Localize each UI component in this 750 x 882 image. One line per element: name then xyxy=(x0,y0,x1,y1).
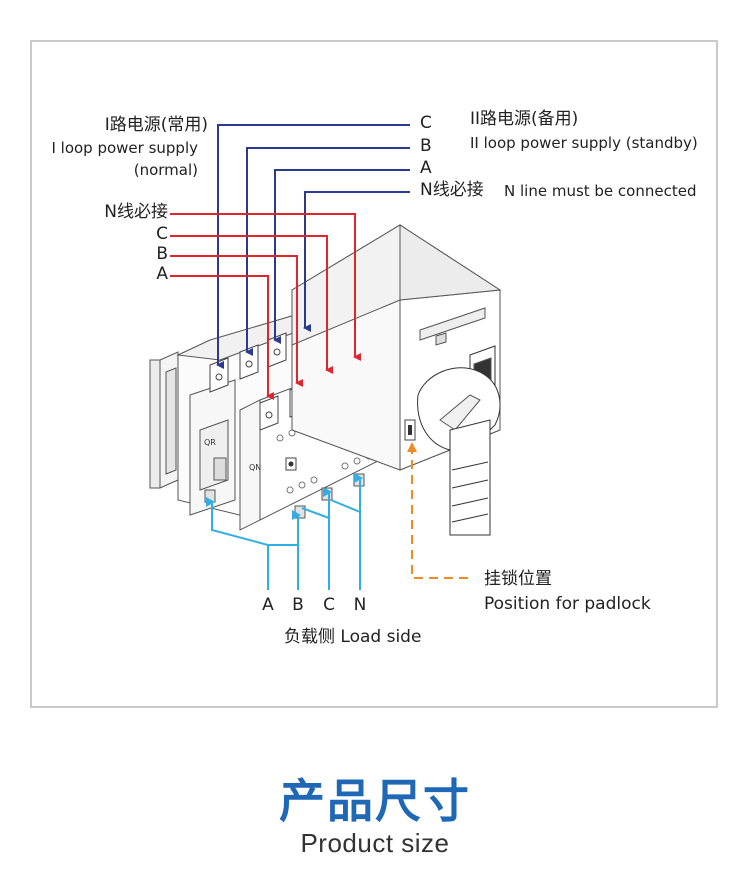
bottom-label-n: N xyxy=(353,595,367,615)
left-label-c: C xyxy=(156,224,168,244)
padlock-pointer xyxy=(411,445,468,579)
page-title: 产品尺寸 xyxy=(279,774,471,828)
page-subtitle: Product size xyxy=(300,828,450,858)
loop2-label-en: II loop power supply (standby) xyxy=(470,134,698,152)
right-label-b: B xyxy=(420,136,432,156)
loop1-label-en: I loop power supply xyxy=(51,139,198,157)
switch-device xyxy=(149,224,502,536)
loop1-label-en2: (normal) xyxy=(133,161,198,179)
left-label-n: N线必接 xyxy=(104,202,168,222)
bottom-label-b: B xyxy=(292,595,304,615)
qn-mark: QN xyxy=(249,463,261,472)
loop2-label-cn: II路电源(备用) xyxy=(470,109,579,129)
bottom-label-a: A xyxy=(262,595,274,615)
padlock-label-cn: 挂锁位置 xyxy=(484,569,552,589)
right-label-n-en: N line must be connected xyxy=(504,182,697,200)
loop1-label-cn: I路电源(常用) xyxy=(104,115,208,135)
padlock-label-en: Position for padlock xyxy=(484,594,651,614)
left-label-b: B xyxy=(156,244,168,264)
right-label-a: A xyxy=(420,158,432,178)
bottom-label-c: C xyxy=(323,595,335,615)
line2-wires xyxy=(170,213,361,400)
load-side-label: 负载侧 Load side xyxy=(284,627,422,647)
right-label-n: N线必接 xyxy=(420,180,484,200)
left-label-a: A xyxy=(156,264,168,284)
right-label-c: C xyxy=(420,113,432,133)
load-wires xyxy=(206,473,363,590)
qr-mark: QR xyxy=(204,438,216,447)
line1-wires xyxy=(216,124,410,369)
